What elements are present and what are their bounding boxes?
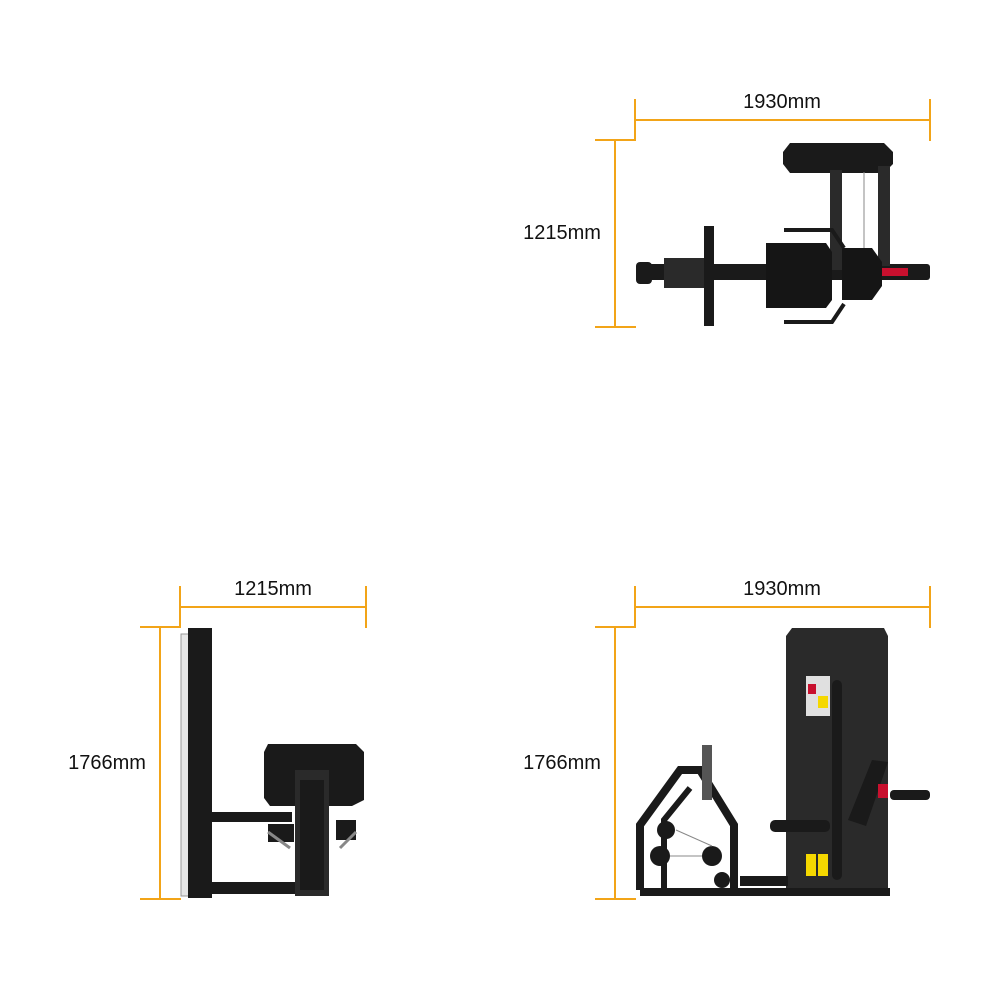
side-height-dimension — [140, 626, 181, 900]
side-height-label: 1766mm — [68, 752, 146, 774]
top-width-dimension — [634, 99, 931, 141]
top-view-machine — [636, 143, 930, 326]
front-height-dimension — [595, 626, 636, 900]
top-depth-dimension — [595, 139, 636, 328]
front-width-label: 1930mm — [743, 578, 821, 600]
side-width-dimension — [179, 586, 367, 628]
side-view-machine — [180, 628, 364, 898]
top-view: 1930mm 1215mm — [523, 91, 931, 328]
top-width-label: 1930mm — [743, 91, 821, 113]
top-depth-label: 1215mm — [523, 222, 601, 244]
side-view: 1215mm 1766mm — [68, 578, 367, 900]
front-view-machine — [636, 628, 930, 896]
front-width-dimension — [634, 586, 931, 628]
front-view: 1930mm 1766mm — [523, 578, 931, 900]
side-width-label: 1215mm — [234, 578, 312, 600]
front-height-label: 1766mm — [523, 752, 601, 774]
